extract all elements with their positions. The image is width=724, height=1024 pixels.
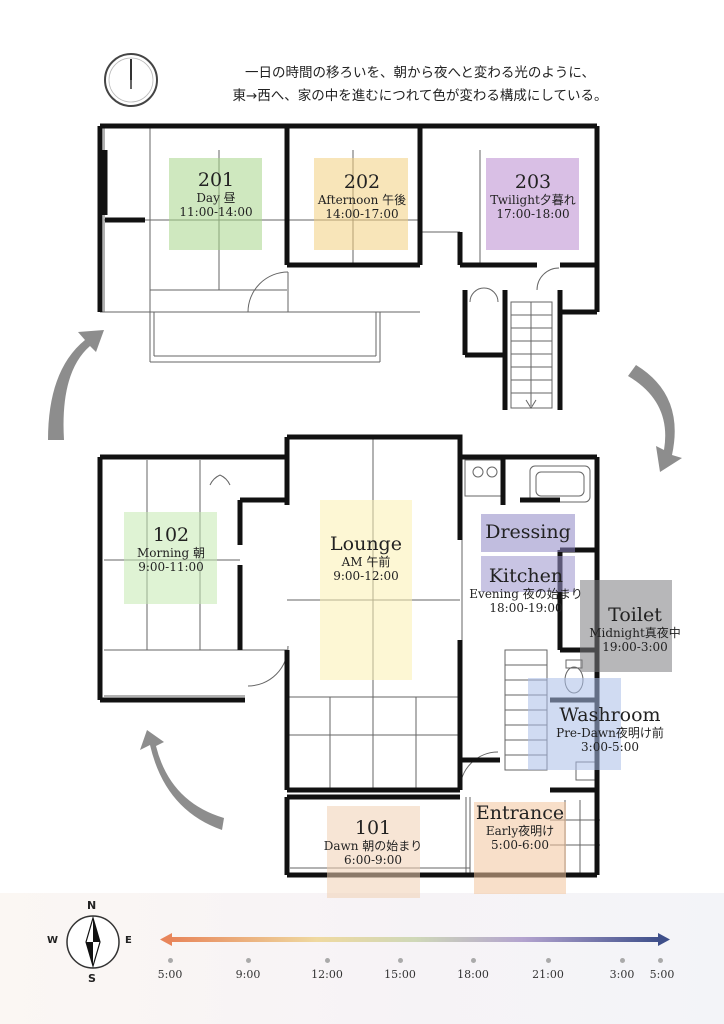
room-101-zone xyxy=(327,806,420,898)
compass-east: E xyxy=(125,935,132,946)
room-lounge-label: Lounge AM 午前 9:00-12:00 xyxy=(316,533,416,583)
timeline-tick-label: 12:00 xyxy=(311,968,343,981)
timeline-tick-label: 3:00 xyxy=(609,968,635,981)
room-201-zone xyxy=(169,158,262,250)
timeline-arrow xyxy=(160,933,670,946)
room-time: 11:00-14:00 xyxy=(179,204,253,219)
room-period: Day 昼 xyxy=(196,190,236,205)
room-202-zone xyxy=(314,158,408,250)
room-period: Morning 朝 xyxy=(136,545,206,560)
timeline-tick-dot xyxy=(167,958,173,963)
room-period: Twilight夕暮れ xyxy=(490,192,576,207)
timeline-tick-dot xyxy=(397,958,403,963)
timeline-tick-label: 18:00 xyxy=(457,968,489,981)
room-time: 5:00-6:00 xyxy=(491,837,549,852)
timeline-tick-label: 21:00 xyxy=(532,968,564,981)
second-floor xyxy=(97,123,600,410)
arrow-up-left xyxy=(48,330,104,440)
clock-icon xyxy=(104,53,158,107)
room-period: Pre-Dawn夜明け前 xyxy=(556,725,664,740)
room-time: 3:00-5:00 xyxy=(581,739,639,754)
arrow-down-right xyxy=(628,365,682,472)
caption: 一日の時間の移ろいを、朝から夜へと変わる光のように、 東→西へ、家の中を進むにつ… xyxy=(160,62,680,108)
room-101-label: 101 Dawn 朝の始まり 6:00-9:00 xyxy=(308,817,438,867)
room-time: 9:00-11:00 xyxy=(138,559,204,574)
timeline-tick-dot xyxy=(324,958,330,963)
timeline-tick-label: 5:00 xyxy=(157,968,183,981)
timeline-tick-label: 9:00 xyxy=(235,968,261,981)
room-period: Evening 夜の始まり xyxy=(469,586,583,601)
timeline-tick-label: 15:00 xyxy=(384,968,416,981)
room-number: Lounge xyxy=(330,533,402,555)
room-washroom-zone xyxy=(528,678,621,770)
room-toilet-label: Toilet Midnight真夜中 19:00-3:00 xyxy=(580,604,690,654)
compass-north: N xyxy=(87,899,97,912)
room-time: 18:00-19:00 xyxy=(489,600,563,615)
room-203-zone xyxy=(486,158,579,250)
timeline-band xyxy=(0,893,724,1024)
room-time: 19:00-3:00 xyxy=(602,639,668,654)
room-entrance-zone xyxy=(474,802,566,894)
timeline-tick-label: 5:00 xyxy=(649,968,675,981)
compass-south: S xyxy=(88,972,96,985)
compass-icon xyxy=(66,915,120,969)
room-time: 14:00-17:00 xyxy=(325,206,399,221)
room-dressing-label: Dressing xyxy=(476,521,580,544)
room-number: Washroom xyxy=(559,704,661,726)
room-number: 201 xyxy=(197,169,235,191)
room-toilet-zone xyxy=(580,580,672,672)
timeline-tick-dot xyxy=(470,958,476,963)
flow-arrows xyxy=(48,330,682,830)
room-period: Afternoon 午後 xyxy=(317,192,407,207)
room-dressing-zone xyxy=(481,514,575,552)
timeline-tick-dot xyxy=(245,958,251,963)
room-period: AM 午前 xyxy=(341,554,391,569)
room-102-label: 102 Morning 朝 9:00-11:00 xyxy=(116,524,226,574)
timeline-tick-dot xyxy=(545,958,551,963)
room-period: Early夜明け xyxy=(485,823,555,838)
room-lounge-zone xyxy=(320,500,412,680)
room-102-zone xyxy=(124,512,217,604)
room-kitchen-zone xyxy=(481,556,575,592)
room-number: Toilet xyxy=(608,604,662,626)
caption-line-2: 東→西へ、家の中を進むにつれて色が変わる構成にしている。 xyxy=(232,88,608,104)
room-period: Dawn 朝の始まり xyxy=(323,838,423,853)
timeline-tick-dot xyxy=(619,958,625,963)
compass-west: W xyxy=(47,935,59,946)
room-number: 203 xyxy=(514,171,552,193)
room-time: 17:00-18:00 xyxy=(496,206,570,221)
room-number: 202 xyxy=(343,171,381,193)
room-washroom-label: Washroom Pre-Dawn夜明け前 3:00-5:00 xyxy=(540,704,680,754)
caption-line-1: 一日の時間の移ろいを、朝から夜へと変わる光のように、 xyxy=(245,65,595,81)
room-number: Dressing xyxy=(485,521,571,543)
room-203-label: 203 Twilight夕暮れ 17:00-18:00 xyxy=(474,171,592,221)
room-201-label: 201 Day 昼 11:00-14:00 xyxy=(160,169,272,219)
room-kitchen-label: Kitchen Evening 夜の始まり 18:00-19:00 xyxy=(458,565,594,615)
room-number: Kitchen xyxy=(488,565,564,587)
room-number: 102 xyxy=(152,524,190,546)
room-time: 9:00-12:00 xyxy=(333,568,399,583)
room-time: 6:00-9:00 xyxy=(344,852,402,867)
room-number: 101 xyxy=(354,817,392,839)
room-period: Midnight真夜中 xyxy=(589,625,681,640)
timeline-tick-dot xyxy=(657,958,663,963)
room-entrance-label: Entrance Early夜明け 5:00-6:00 xyxy=(466,802,574,852)
room-number: Entrance xyxy=(475,802,565,824)
arrow-bottom-left xyxy=(140,730,224,830)
room-202-label: 202 Afternoon 午後 14:00-17:00 xyxy=(300,171,424,221)
